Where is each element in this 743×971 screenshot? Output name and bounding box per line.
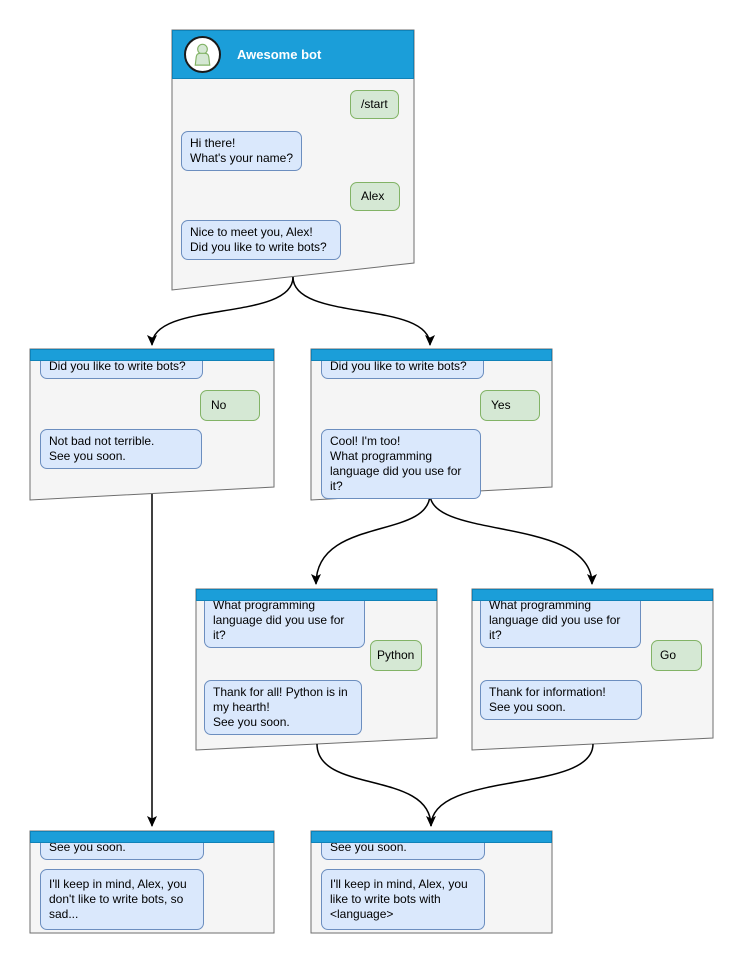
node-header-branch-yes [311,349,552,361]
node-header-branch-python [196,589,437,601]
edge-yes-to-go [429,493,597,585]
bot-name: Awesome bot [237,47,322,62]
bubble-reply-yes-branch: Cool! I'm too! What programming language… [321,429,481,499]
bubble-reply-go-branch: Thank for information! See you soon. [480,680,642,720]
bubble-user-name: Alex [350,182,400,211]
bubble-bot-nice-to-meet: Nice to meet you, Alex! Did you like to … [181,220,341,260]
bubble-answer-no: No [200,390,260,421]
bot-avatar [184,36,221,73]
bubble-answer-go: Go [651,640,702,671]
bubble-bot-greeting: Hi there! What's your name? [181,131,302,171]
node-header-end-yes [311,831,552,843]
chat-header: Awesome bot [172,30,414,79]
bubble-reply-end-yes: I'll keep in mind, Alex, you like to wri… [321,869,485,930]
bubble-question-go-branch: What programming language did you use fo… [480,593,641,648]
bubble-reply-end-no: I'll keep in mind, Alex, you don't like … [40,869,204,930]
edge-main-to-no [147,276,294,346]
bubble-user-start: /start [350,90,399,119]
edge-yes-to-python [311,493,431,585]
bubble-question-python-branch: What programming language did you use fo… [204,593,365,648]
bubble-reply-python-branch: Thank for all! Python is in my hearth! S… [204,680,362,735]
bubble-answer-yes: Yes [480,390,540,421]
edge-python-to-end [316,743,436,827]
bubble-reply-no-branch: Not bad not terrible. See you soon. [40,429,202,469]
edge-main-to-yes [292,276,435,346]
node-header-end-no [30,831,274,843]
node-header-branch-no [30,349,274,361]
user-avatar-icon [194,43,211,66]
node-header-branch-go [472,589,713,601]
edge-go-to-end [430,743,594,827]
bubble-answer-python: Python [370,640,422,671]
